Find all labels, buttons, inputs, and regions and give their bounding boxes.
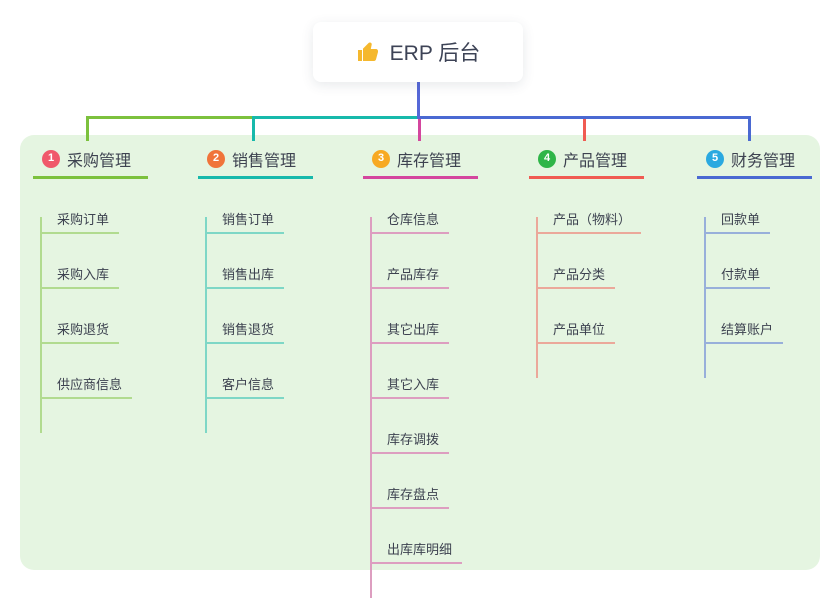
branch-number-badge: 2: [207, 149, 225, 168]
branch-label: 库存管理: [397, 152, 462, 170]
children-connector-line: [370, 217, 372, 598]
child-label: 结算账户: [721, 322, 774, 337]
branch-label: 采购管理: [67, 152, 132, 170]
child-node[interactable]: 供应商信息: [40, 344, 133, 399]
child-label: 付款单: [721, 267, 761, 282]
branch-label: 销售管理: [232, 152, 297, 170]
children-connector-line: [40, 217, 42, 433]
branch-number-badge: 4: [538, 149, 556, 168]
child-node[interactable]: 采购订单: [40, 179, 120, 234]
branch-header[interactable]: 3 库存管理: [363, 141, 478, 179]
child-node[interactable]: 产品（物料）: [536, 179, 642, 234]
child-label: 销售订单: [222, 212, 275, 227]
branch-node: 3 库存管理 仓库信息产品库存其它出库其它入库库存调拨库存盘点出库库明细: [363, 141, 478, 598]
child-node[interactable]: 回款单: [704, 179, 771, 234]
child-node[interactable]: 销售订单: [205, 179, 285, 234]
child-node[interactable]: 采购退货: [40, 289, 120, 344]
child-node[interactable]: 库存盘点: [370, 454, 450, 509]
branch-children: 仓库信息产品库存其它出库其它入库库存调拨库存盘点出库库明细: [363, 179, 478, 598]
branch-label: 财务管理: [731, 152, 796, 170]
branch-children: 回款单付款单结算账户: [697, 179, 812, 378]
child-node[interactable]: 结算账户: [704, 289, 784, 344]
child-label: 采购退货: [57, 322, 110, 337]
child-label: 其它出库: [387, 322, 440, 337]
child-label: 供应商信息: [57, 377, 123, 392]
branch-node: 4 产品管理 产品（物料） 产品分类产品单位: [529, 141, 644, 378]
branch-number-badge: 1: [42, 149, 60, 168]
child-label: 其它入库: [387, 377, 440, 392]
child-label: 产品（物料）: [553, 212, 632, 227]
child-label: 销售出库: [222, 267, 275, 282]
child-node[interactable]: 客户信息: [205, 344, 285, 399]
child-label: 库存盘点: [387, 487, 440, 502]
branch-children: 销售订单销售出库销售退货客户信息: [198, 179, 313, 433]
branch-header[interactable]: 2 销售管理: [198, 141, 313, 179]
child-label: 产品分类: [553, 267, 606, 282]
branch-node: 2 销售管理 销售订单销售出库销售退货客户信息: [198, 141, 313, 433]
branch-header[interactable]: 5 财务管理: [697, 141, 812, 179]
children-connector-line: [205, 217, 207, 433]
child-label: 出库库明细: [387, 542, 453, 557]
child-label: 产品库存: [387, 267, 440, 282]
root-title: ERP 后台: [389, 42, 481, 65]
children-connector-line: [704, 217, 706, 378]
branch-number-badge: 5: [706, 149, 724, 168]
child-node[interactable]: 产品库存: [370, 234, 450, 289]
child-label: 产品单位: [553, 322, 606, 337]
branch-children: 产品（物料） 产品分类产品单位: [529, 179, 644, 378]
child-label: 仓库信息: [387, 212, 440, 227]
child-node[interactable]: 库存调拨: [370, 399, 450, 454]
branch-node: 1 采购管理 采购订单采购入库采购退货供应商信息: [33, 141, 148, 433]
child-label: 销售退货: [222, 322, 275, 337]
child-node[interactable]: 销售退货: [205, 289, 285, 344]
child-node[interactable]: 出库库明细: [370, 509, 463, 564]
child-label: 回款单: [721, 212, 761, 227]
child-label: 客户信息: [222, 377, 275, 392]
branch-number-badge: 3: [372, 149, 390, 168]
child-node[interactable]: 仓库信息: [370, 179, 450, 234]
child-node[interactable]: 采购入库: [40, 234, 120, 289]
child-node[interactable]: 销售出库: [205, 234, 285, 289]
child-label: 库存调拨: [387, 432, 440, 447]
branch-label: 产品管理: [563, 152, 628, 170]
branch-header[interactable]: 1 采购管理: [33, 141, 148, 179]
child-node[interactable]: 产品分类: [536, 234, 616, 289]
child-node[interactable]: 其它出库: [370, 289, 450, 344]
child-node[interactable]: 付款单: [704, 234, 771, 289]
branches-panel: [20, 135, 820, 570]
children-connector-line: [536, 217, 538, 378]
branch-header[interactable]: 4 产品管理: [529, 141, 644, 179]
branch-node: 5 财务管理 回款单付款单结算账户: [697, 141, 812, 378]
child-node[interactable]: 产品单位: [536, 289, 616, 344]
child-node[interactable]: 其它入库: [370, 344, 450, 399]
thumbs-up-icon: [357, 42, 378, 61]
child-label: 采购入库: [57, 267, 110, 282]
root-node[interactable]: ERP 后台: [313, 22, 523, 82]
branch-children: 采购订单采购入库采购退货供应商信息: [33, 179, 148, 433]
child-label: 采购订单: [57, 212, 110, 227]
